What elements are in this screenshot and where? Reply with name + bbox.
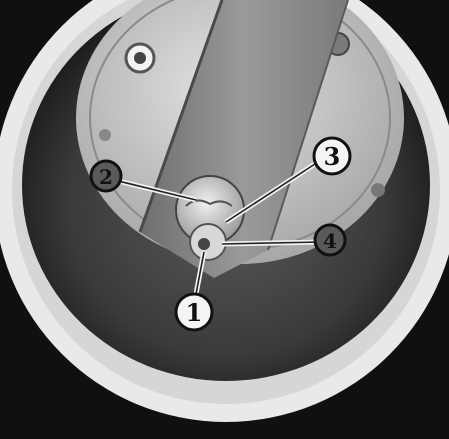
callout-2: 2 bbox=[91, 161, 121, 191]
plate-hole-lower-right bbox=[371, 183, 385, 197]
hub-center-point bbox=[198, 238, 210, 250]
plate-hole-lower-left bbox=[99, 129, 111, 141]
callout-1-number: 1 bbox=[186, 298, 203, 327]
callout-4-number: 4 bbox=[323, 229, 337, 253]
callout-1: 1 bbox=[176, 294, 212, 330]
callout-3-number: 3 bbox=[324, 142, 341, 171]
callout-2-number: 2 bbox=[99, 165, 113, 189]
plate-hole-left-center bbox=[134, 52, 146, 64]
callout-4: 4 bbox=[315, 225, 345, 255]
callout-3: 3 bbox=[314, 138, 350, 174]
